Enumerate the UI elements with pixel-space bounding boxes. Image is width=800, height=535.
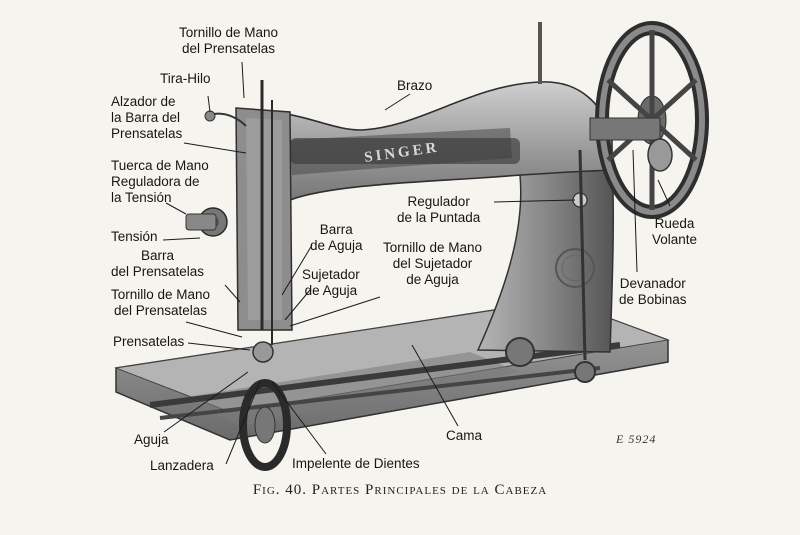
- label-alzador: Alzador de la Barra del Prensatelas: [111, 94, 182, 142]
- label-devanador: Devanador de Bobinas: [619, 276, 687, 308]
- label-impelente: Impelente de Dientes: [292, 456, 420, 471]
- label-prensatelas: Prensatelas: [113, 334, 185, 349]
- machine-pillar: [476, 159, 615, 353]
- label-line: Tornillo de Mano: [111, 287, 211, 302]
- label-tira-hilo: Tira-Hilo: [160, 71, 211, 86]
- label-line: Devanador: [619, 276, 686, 291]
- label-line: del Prensatelas: [182, 41, 276, 56]
- label-line: Barra: [319, 222, 353, 237]
- label-sujetador: Sujetador de Aguja: [302, 267, 360, 299]
- label-tuerca: Tuerca de Mano Reguladora de la Tensión: [111, 158, 209, 206]
- label-line: la Tensión: [111, 190, 172, 205]
- label-regulador: Regulador de la Puntada: [397, 194, 480, 226]
- label-line: Sujetador: [302, 267, 360, 282]
- label-line: de Aguja: [406, 272, 459, 287]
- label-line: Tuerca de Mano: [111, 158, 209, 173]
- shuttle-mechanism: [239, 149, 596, 471]
- label-line: del Prensatelas: [111, 264, 205, 279]
- label-line: Tornillo de Mano: [179, 25, 279, 40]
- leader-lines: [162, 61, 671, 465]
- label-tornillo-prensatelas-top: Tornillo de Mano del Prensatelas: [179, 25, 278, 57]
- figure-caption: Fig. 40. Partes Principales de la Cabeza: [252, 482, 548, 498]
- label-line: de Aguja: [310, 238, 363, 253]
- label-rueda-volante: Rueda Volante: [652, 216, 697, 248]
- label-line: Volante: [652, 232, 698, 247]
- label-barra-prensatelas: Barra del Prensatelas: [111, 248, 204, 280]
- label-tension: Tensión: [111, 229, 158, 244]
- label-brazo: Brazo: [397, 78, 433, 93]
- label-lanzadera: Lanzadera: [150, 458, 214, 473]
- label-aguja: Aguja: [134, 432, 169, 447]
- label-barra-aguja: Barra de Aguja: [310, 222, 363, 254]
- label-tornillo-sujetador: Tornillo de Mano del Sujetador de Aguja: [383, 240, 482, 288]
- label-line: del Sujetador: [392, 256, 473, 271]
- label-line: Regulador: [407, 194, 470, 209]
- label-line: Reguladora de: [111, 174, 200, 189]
- machine-head: [185, 22, 588, 363]
- hand-wheel: [589, 21, 709, 219]
- label-line: de la Puntada: [397, 210, 481, 225]
- label-line: Prensatelas: [111, 126, 183, 141]
- machine-arm: SINGER: [254, 81, 613, 236]
- label-line: de Bobinas: [619, 292, 687, 307]
- label-tornillo-prensatelas-low: Tornillo de Mano del Prensatelas: [111, 287, 210, 319]
- label-line: Barra: [141, 248, 175, 263]
- label-line: la Barra del: [111, 110, 181, 125]
- label-line: Rueda: [654, 216, 695, 231]
- label-line: Alzador de: [111, 94, 176, 109]
- label-line: del Prensatelas: [114, 303, 208, 318]
- label-line: Tornillo de Mano: [383, 240, 483, 255]
- label-line: de Aguja: [304, 283, 358, 298]
- label-cama: Cama: [446, 428, 483, 443]
- plate-number: E 5924: [616, 432, 657, 446]
